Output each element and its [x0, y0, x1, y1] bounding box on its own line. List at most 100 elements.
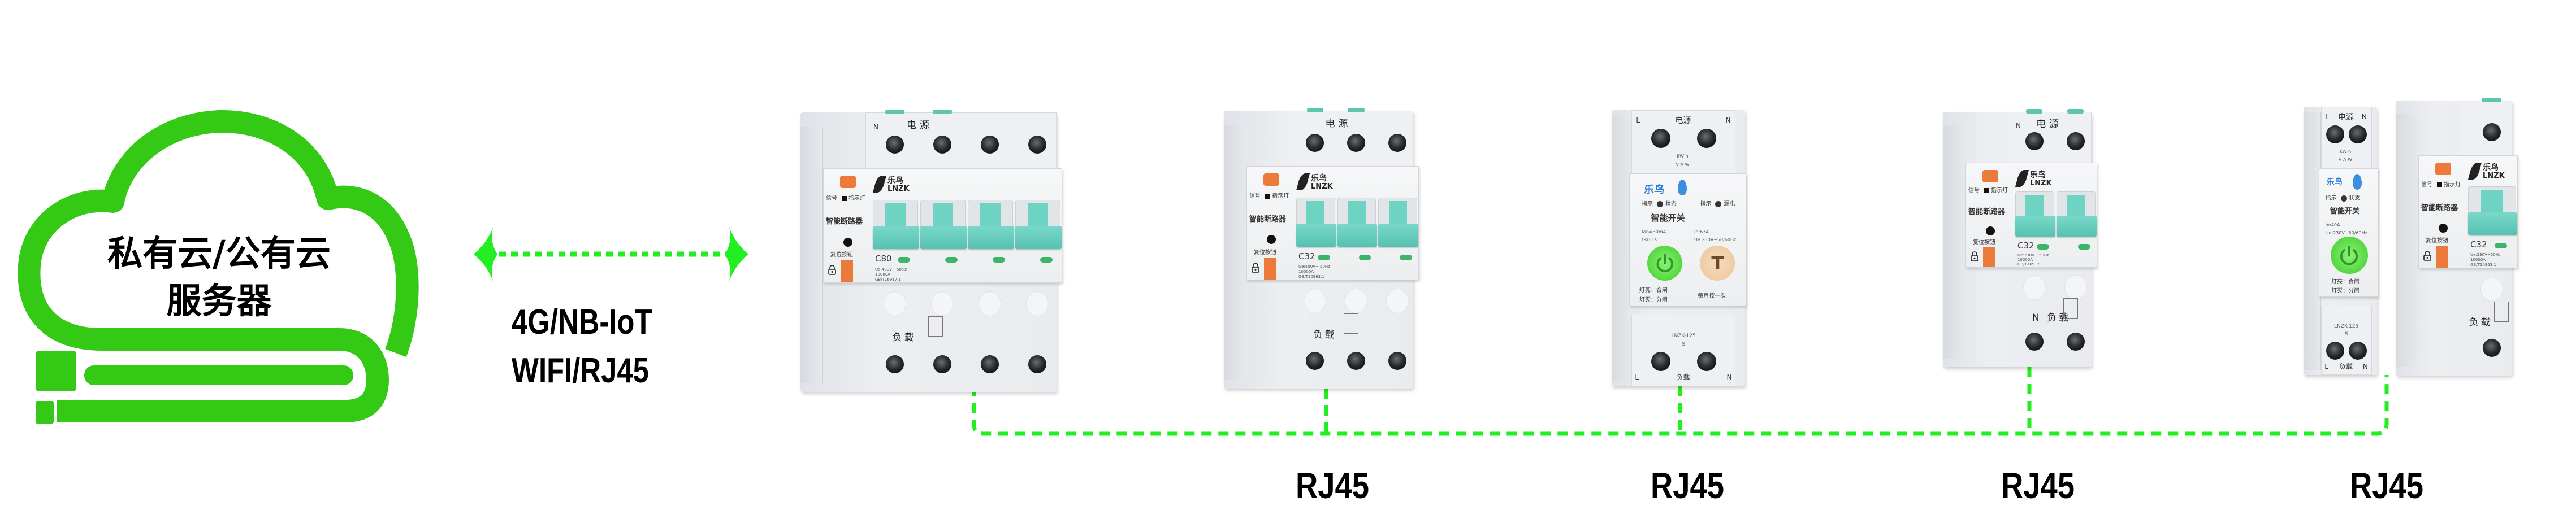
- breaker-title: 智能断路器: [826, 217, 863, 226]
- signal-indicator-row: 信号 指示灯: [1967, 187, 2015, 195]
- indicator-row: 指示状态指示漏电: [1642, 200, 1747, 210]
- breaker-handle[interactable]: [1015, 226, 1062, 250]
- brand-name: 乐鸟: [1644, 184, 1665, 196]
- signal-label: 信号: [826, 195, 837, 202]
- breaker-title: 智能断路器: [1249, 215, 1287, 224]
- power-button[interactable]: [1647, 245, 1683, 281]
- terminal-window: [931, 291, 954, 316]
- line-terminal-screw: [981, 135, 999, 154]
- terminal-window: [2480, 276, 2503, 302]
- handle-slot: [885, 203, 906, 229]
- indicator-light: [1984, 188, 1989, 193]
- handle-slot: [932, 203, 954, 229]
- breaker-handle[interactable]: [920, 226, 967, 250]
- switch-title: 智能开关: [2330, 207, 2360, 216]
- reset-button[interactable]: [2438, 224, 2448, 233]
- model-label: LNZK-125: [1671, 333, 1696, 339]
- indicator-label: 指示灯: [1991, 187, 2008, 194]
- arrow-head-left-icon: [474, 227, 497, 281]
- test-button[interactable]: [839, 176, 856, 189]
- breaker-handle[interactable]: [968, 226, 1014, 250]
- handle-slot: [1388, 200, 1407, 226]
- l-label: L: [1636, 116, 1640, 125]
- spec-text: Ue:230V~ 50Hz: [2017, 252, 2049, 258]
- link-protocols-line1: 4G/NB-IoT: [512, 303, 652, 342]
- poles-label: S: [2345, 331, 2348, 337]
- load-terminal-screw: [1696, 351, 1716, 371]
- power-label: 电源: [2036, 118, 2063, 130]
- breaker-handle[interactable]: [1296, 224, 1336, 247]
- bird-logo-icon: [2015, 169, 2029, 187]
- on-state-text: 灯亮：合闸: [2331, 279, 2360, 286]
- status-led: [1358, 254, 1371, 260]
- poles-label: S: [1682, 341, 1686, 347]
- breaker-handle[interactable]: [2057, 216, 2097, 237]
- breaker-handle[interactable]: [2015, 216, 2055, 237]
- line-terminal-screw: [886, 135, 904, 154]
- lock-slider[interactable]: [1264, 258, 1276, 280]
- terminal-window: [1026, 291, 1049, 316]
- indicator-label: 指示: [2325, 195, 2337, 202]
- test-button[interactable]: [1263, 173, 1279, 186]
- bird-logo-icon: [1296, 173, 1310, 191]
- lock-slider[interactable]: [1983, 247, 1995, 267]
- line-terminal-screw: [1388, 133, 1406, 152]
- load-n-label: N: [1726, 373, 1732, 381]
- off-state-text: 灯灭：分闸: [2331, 288, 2360, 295]
- spec-text: t≤0.1s: [1642, 237, 1657, 243]
- power-button[interactable]: [2330, 237, 2368, 274]
- lock-slider[interactable]: [2436, 246, 2448, 268]
- load-terminal-block: [2321, 305, 2372, 375]
- reset-label: 复位按钮: [1973, 239, 1995, 246]
- din-clip: [1348, 108, 1365, 112]
- line-terminal-block: [1631, 110, 1736, 174]
- lock-icon: [2423, 251, 2431, 261]
- line-terminal-screw: [2326, 125, 2345, 143]
- breaker-handle[interactable]: [2468, 212, 2517, 235]
- neutral-label: N: [873, 123, 878, 131]
- signal-label: 信号: [1968, 187, 1980, 194]
- din-clip: [2481, 98, 2502, 102]
- load-terminal-screw: [1347, 351, 1365, 370]
- lock-icon: [1252, 263, 1259, 273]
- terminal-window: [1345, 288, 1367, 313]
- indicator-label: 指示灯: [1272, 193, 1289, 199]
- breaker-handle[interactable]: [1337, 224, 1378, 247]
- handle-slot: [2480, 190, 2504, 215]
- din-clip: [2025, 109, 2043, 114]
- breaker-handle[interactable]: [873, 226, 919, 250]
- test-button[interactable]: [2435, 163, 2451, 176]
- power-label: 电源: [907, 119, 933, 131]
- brand-model: LNZK: [1311, 182, 1333, 191]
- terminal-window: [1304, 288, 1327, 313]
- link-protocols-line2: WIFI/RJ45: [512, 351, 649, 390]
- power-label: 电源: [2338, 112, 2354, 122]
- test-button[interactable]: T: [1700, 245, 1735, 281]
- on-state-text: 灯亮：合闸: [1639, 287, 1668, 294]
- arrow-head-right-icon: [725, 227, 748, 281]
- meter-label: kW·h: [1677, 154, 1689, 159]
- load-n-label: N: [2362, 362, 2368, 370]
- signal-label: 信号: [2421, 182, 2432, 189]
- spec-text: Ue:230V~50/60Hz: [2325, 230, 2367, 235]
- lock-slider[interactable]: [841, 260, 853, 282]
- spec-text: 10000A: [2470, 258, 2486, 263]
- indicator-light: [2437, 182, 2442, 188]
- reset-button[interactable]: [1266, 235, 1276, 245]
- load-terminal-block: [1631, 314, 1736, 386]
- reset-button[interactable]: [843, 237, 852, 247]
- spec-text: In:40A: [2325, 223, 2340, 228]
- status-led: [898, 257, 911, 263]
- test-button[interactable]: [1982, 169, 1998, 182]
- brand-name: 乐鸟: [1311, 174, 1327, 184]
- handle-slot: [2025, 194, 2044, 218]
- breaker-handle[interactable]: [1378, 224, 1418, 247]
- reset-button[interactable]: [1985, 226, 1995, 235]
- signal-label: 信号: [1249, 193, 1261, 199]
